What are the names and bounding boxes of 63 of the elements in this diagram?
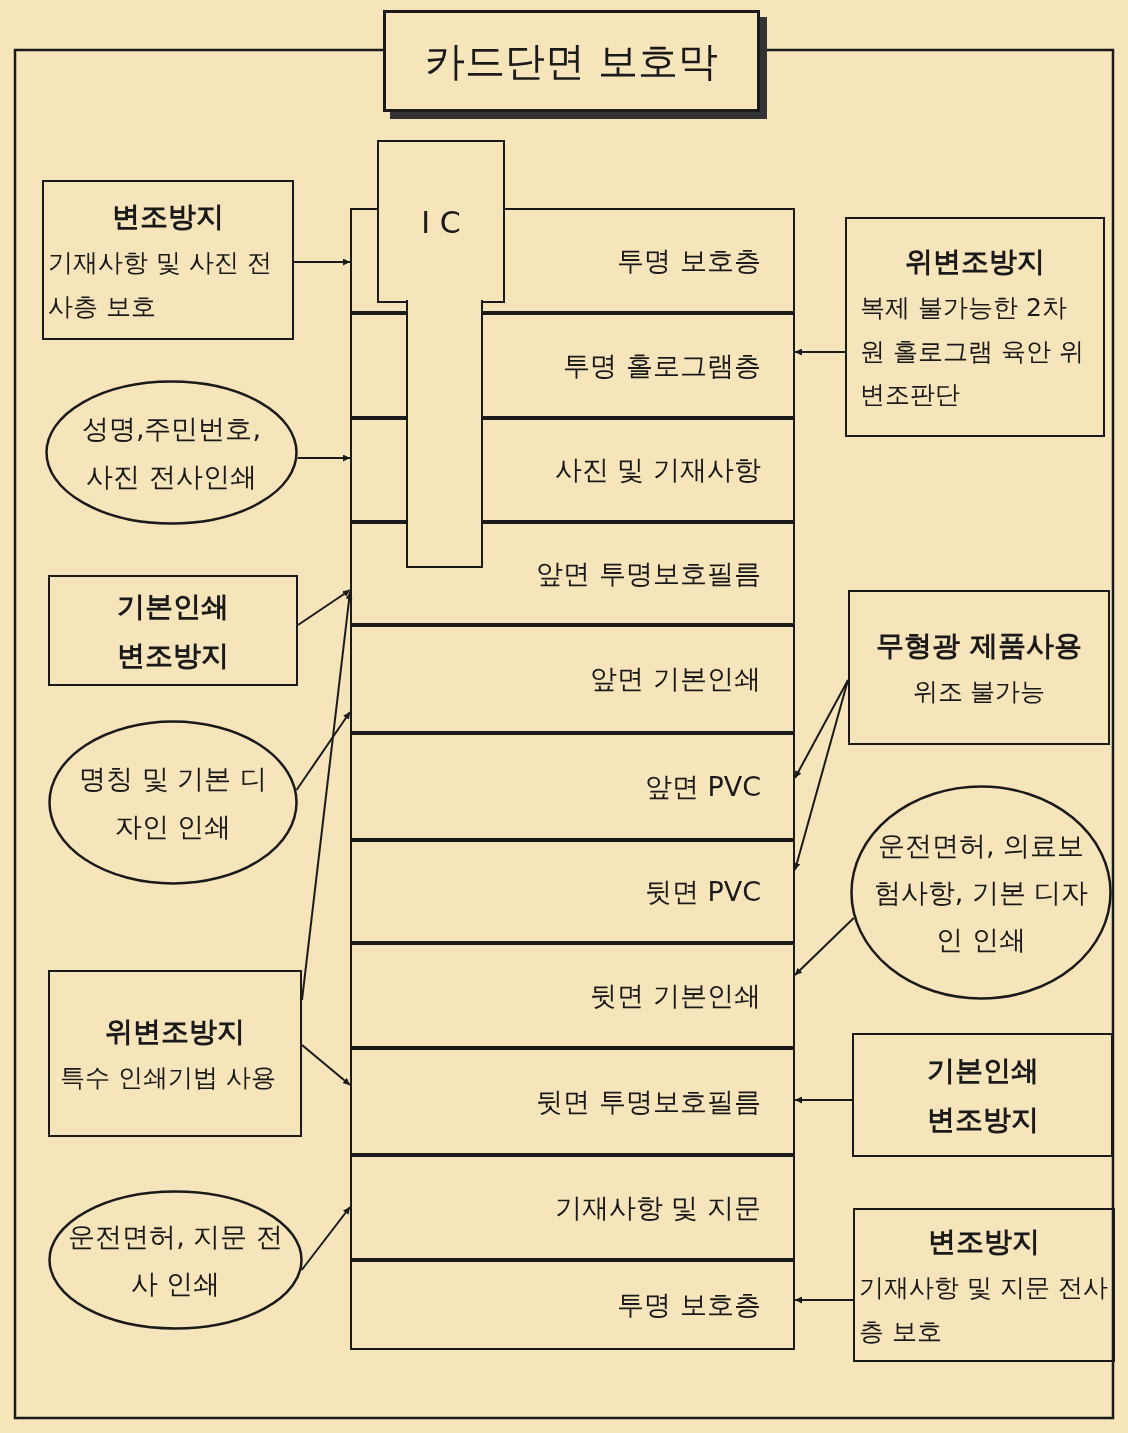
layer-band bbox=[350, 943, 795, 1048]
layer-label: 투명 홀로그램층 bbox=[563, 348, 761, 383]
note-text: 변조방지 bbox=[117, 637, 229, 674]
note-box bbox=[853, 1208, 1115, 1362]
note-text: 기재사항 및 사진 전사층 보호 bbox=[48, 246, 273, 323]
heading: 변조방지 bbox=[928, 1223, 1040, 1260]
layer-band bbox=[350, 1260, 795, 1350]
note-text: 복제 불가능한 2차원 홀로그램 육안 위변조판단 bbox=[860, 291, 1085, 412]
layer-band bbox=[350, 733, 795, 840]
layer-label: 앞면 기본인쇄 bbox=[590, 662, 761, 697]
note-ellipse bbox=[48, 720, 298, 885]
layer-label: 사진 및 기재사항 bbox=[554, 453, 761, 488]
arrow bbox=[300, 1206, 351, 1271]
layer-band bbox=[350, 625, 795, 733]
note-text: 운전면허, 의료보험사항, 기본 디자인 인쇄 bbox=[872, 828, 1090, 958]
note-text: 변조방지 bbox=[926, 1102, 1039, 1138]
heading: 위변조방지 bbox=[905, 243, 1045, 280]
note-text: 위조 불가능 bbox=[912, 676, 1046, 709]
note-box bbox=[845, 217, 1105, 437]
heading: 기본인쇄 bbox=[117, 588, 229, 625]
heading: 기본인쇄 bbox=[926, 1053, 1039, 1089]
note-text: 운전면허, 지문 전사 인쇄 bbox=[68, 1219, 283, 1301]
note-text: 명칭 및 기본 디자인 인쇄 bbox=[78, 762, 268, 844]
arrow bbox=[297, 589, 351, 626]
note-text: 성명,주민번호, 사진 전사인쇄 bbox=[80, 412, 263, 494]
arrow bbox=[794, 679, 849, 779]
note-box bbox=[852, 1033, 1113, 1157]
heading: 무형광 제품사용 bbox=[876, 628, 1082, 665]
layer-label: 투명 보호층 bbox=[617, 1288, 761, 1323]
chip-label: I C bbox=[421, 204, 461, 242]
layer-band bbox=[350, 840, 795, 943]
arrow bbox=[794, 917, 855, 976]
note-box bbox=[48, 970, 302, 1137]
heading: 위변조방지 bbox=[105, 1014, 245, 1051]
layer-label: 투명 보호층 bbox=[617, 243, 761, 278]
layer-label: 앞면 투명보호필름 bbox=[536, 556, 761, 591]
note-ellipse bbox=[48, 1190, 303, 1330]
arrow bbox=[793, 679, 849, 871]
layer-label: 뒷면 기본인쇄 bbox=[590, 978, 761, 1013]
arrow bbox=[293, 258, 351, 266]
chip-box bbox=[377, 140, 505, 303]
layer-band bbox=[350, 1155, 795, 1260]
arrow bbox=[295, 711, 351, 791]
arrow bbox=[296, 454, 351, 462]
note-box bbox=[848, 590, 1110, 745]
note-text: 기재사항 및 지문 전사 층 보호 bbox=[859, 1271, 1109, 1348]
heading: 변조방지 bbox=[112, 198, 224, 235]
layer-label: 뒷면 PVC bbox=[644, 874, 761, 909]
arrow bbox=[794, 1096, 853, 1104]
note-text: 특수 인쇄기법 사용 bbox=[60, 1062, 277, 1095]
arrow bbox=[301, 591, 353, 1001]
arrow bbox=[794, 348, 846, 356]
note-ellipse bbox=[45, 380, 298, 525]
layer-band bbox=[350, 1048, 795, 1155]
layer-label: 앞면 PVC bbox=[644, 769, 761, 804]
layer-label: 기재사항 및 지문 bbox=[554, 1190, 761, 1225]
arrow bbox=[794, 1296, 854, 1304]
note-ellipse bbox=[850, 785, 1112, 1000]
layer-label: 뒷면 투명보호필름 bbox=[536, 1084, 761, 1119]
note-box bbox=[42, 180, 294, 340]
layer-band bbox=[350, 522, 795, 625]
note-box bbox=[48, 575, 298, 686]
arrow bbox=[301, 1044, 351, 1086]
